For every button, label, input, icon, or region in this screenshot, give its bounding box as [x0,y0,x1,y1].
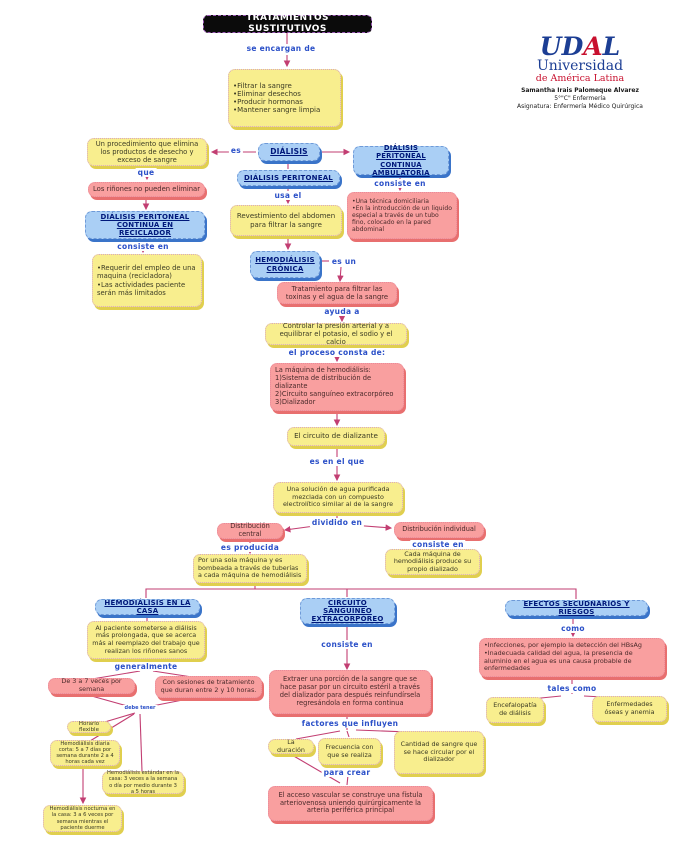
node-solucion[interactable]: Una solución de agua purificada mezclada… [273,482,403,513]
node-dpcr-detalle[interactable]: •Requerir del empleo de una maquina (rec… [92,254,202,307]
dpca-item: •Una técnica domiciliaria [352,197,429,205]
funcion-item: •Producir hormonas [233,98,303,106]
funcion-item: •Filtrar la sangre [233,81,292,90]
node-estandar[interactable]: Hemodiálisis estándar en la casa: 3 vece… [102,770,184,795]
riesgo-item: •Inadecuada calidad del agua, la presenc… [484,648,633,673]
node-dpca[interactable]: DIÁLISIS PERITONEAL CONTINUA AMBULATORIA [353,144,449,177]
maquina-line: 2)Circuito sanguíneo extracorpóreo [275,389,394,398]
dpcr-item: •Requerir del empleo de una maquina (rec… [97,264,196,281]
label-dividido-en: dividido en [309,518,365,527]
university-region: de América Latina [535,72,625,84]
label-como: como [559,624,587,633]
node-diaria-corta[interactable]: Hemodiálisis diaria corta: 5 a 7 días po… [50,740,120,766]
label-es-un: es un [329,257,359,266]
student-group: 5°"C" Enfermería [554,95,606,103]
maquina-line: La máquina de hemodiálisis: [275,366,371,375]
node-dpca-detalle[interactable]: •Una técnica domiciliaria •En la introdu… [347,192,457,239]
label-es-en-el-que: es en el que [307,457,367,466]
node-maquina[interactable]: La máquina de hemodiálisis: 1)Sistema de… [270,363,404,411]
wordmark-a: A [583,32,603,61]
node-cantidad[interactable]: Cantidad de sangre que se hace circular … [394,731,484,774]
student-name: Samantha Irais Palomeque Alvarez [521,87,639,95]
node-al-paciente[interactable]: Al paciente someterse a diálisis más pro… [87,621,205,659]
node-dialisis-peritoneal[interactable]: DIÁLISIS PERITONEAL [237,170,340,186]
riesgo-item: •Infecciones, por ejemplo la detección d… [484,641,642,650]
label-es: es [228,146,244,155]
node-efectos-secundarios[interactable]: EFECTOS SECUDNARIOS Y RIESGOS [505,600,648,616]
label-para-crear: para crear [321,768,373,777]
node-duracion[interactable]: La duración [268,738,314,754]
label-proceso-consta: el proceso consta de: [286,348,388,357]
node-extraer[interactable]: Extraer una porción de la sangre que se … [269,670,431,714]
node-distribucion-central[interactable]: Distribución central [217,522,283,539]
label-es-producida: es producida [218,543,282,552]
node-dialisis[interactable]: DIÁLISIS [258,143,320,161]
udal-wordmark: UDAL [500,34,660,59]
wordmark-ud: UD [539,32,584,61]
wordmark-l: L [602,32,621,61]
node-hemodialisis-cronica[interactable]: HEMODIÁLISIS CRÓNICA [250,251,320,278]
label-consiste-en-circuito: consiste en [319,640,375,649]
node-revestimiento[interactable]: Revestimiento del abdomen para filtrar l… [230,205,342,236]
maquina-line: 1)Sistema de distribución de dializante [275,374,372,391]
funcion-item: •Mantener sangre limpia [233,106,321,115]
label-debe-tener: debe tener [122,705,158,711]
node-nocturna[interactable]: Hemodiálisis nocturna en la casa: 3 a 6 … [43,805,122,832]
label-generalmente: generalmente [112,662,180,671]
node-por-una-sola[interactable]: Por una sola máquina y es bombeada a tra… [193,554,307,583]
node-funciones[interactable]: •Filtrar la sangre •Eliminar desechos •P… [228,69,341,127]
node-acceso-vascular[interactable]: El acceso vascular se construye una físt… [268,786,433,821]
label-tales-como: tales como [545,684,599,693]
node-veces-por-semana[interactable]: De 3 a 7 veces por semana [48,678,135,694]
maquina-line: 3)Dializador [275,397,316,406]
node-encefalopatia[interactable]: Encefalopatía de diálisis [486,697,544,723]
node-frecuencia[interactable]: Frecuencia con que se realiza [318,738,381,765]
label-usa-el: usa el [272,191,304,200]
node-controlar[interactable]: Controlar la presión arterial y a equili… [265,322,407,346]
label-ayuda-a: ayuda a [322,307,362,316]
label-factores: factores que influyen [299,719,401,728]
label-que: que [135,168,157,177]
label-consiste-en-reciclador: consiste en [115,242,171,251]
course-subject: Asignatura: Enfermería Médico Quirúrgica [517,103,643,111]
node-horario-flexible[interactable]: Horario flexible [67,721,111,733]
label-se-encargan-de: se encargan de [244,44,318,53]
node-cada-maquina[interactable]: Cada máquina de hemodiálisis produce su … [385,549,480,575]
node-procedimiento[interactable]: Un procedimiento que elimina los product… [87,138,207,166]
node-distribucion-individual[interactable]: Distribución individual [394,522,484,538]
node-circuito-sanguineo[interactable]: CIRCUITO SANGUÍNEO EXTRACORPÓREO [300,598,395,624]
dpca-item: •En la introducción de un liquido especi… [352,204,452,234]
map-title[interactable]: TRATAMIENTOS SUSTITUTIVOS [203,13,372,34]
node-infecciones[interactable]: •Infecciones, por ejemplo la detección d… [479,638,665,677]
funcion-item: •Eliminar desechos [233,89,301,98]
label-consiste-en-individual: consiste en [410,540,466,549]
label-consiste-en-ambulatoria: consiste en [372,179,428,188]
node-rinones[interactable]: Los riñones no pueden eliminar [88,182,205,197]
university-name: Universidad [536,58,624,74]
node-dpcr[interactable]: DIÁLISIS PERITONEAL CONTINUA EN RECICLAD… [85,211,205,239]
dpcr-item: •Las actividades paciente serán más limi… [97,280,186,297]
node-sesiones[interactable]: Con sesiones de tratamiento que duran en… [155,676,262,698]
university-logo: UDAL Universidad de América Latina Saman… [500,34,660,111]
node-enfermedades-oseas[interactable]: Enfermedades óseas y anemia [592,696,667,722]
node-tratamiento[interactable]: Tratamiento para filtrar las toxinas y e… [277,282,397,304]
node-hemodialisis-en-casa[interactable]: HEMODIÁLISIS EN LA CASA [95,599,200,615]
node-circuito-dializante[interactable]: El circuito de dializante [287,427,385,446]
